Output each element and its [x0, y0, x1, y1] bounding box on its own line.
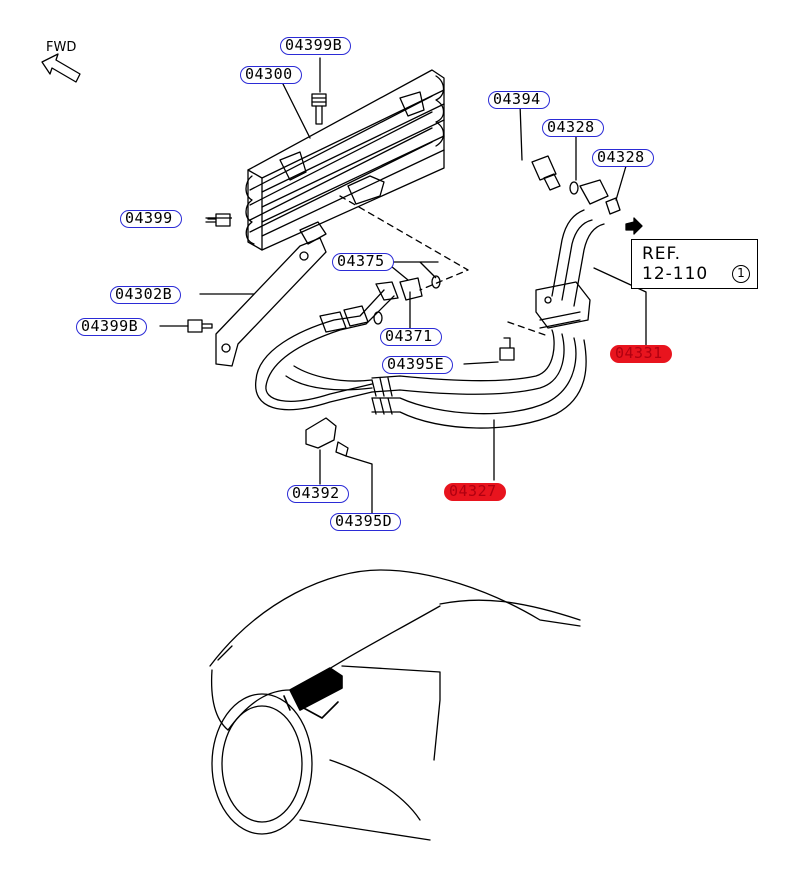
- ref-number: 12-110: [642, 264, 709, 284]
- callout-04300[interactable]: 04300: [240, 66, 302, 84]
- upper-pipes: [255, 275, 441, 411]
- callout-04392[interactable]: 04392: [287, 485, 349, 503]
- installed-cooler-icon: [283, 667, 343, 719]
- bracket-04302B: [199, 237, 327, 367]
- callout-04328-a[interactable]: 04328: [542, 119, 604, 137]
- callout-04395E[interactable]: 04395E: [382, 356, 454, 374]
- oil-cooler-core: [245, 69, 445, 251]
- pipe-04331: [535, 179, 621, 329]
- vehicle-body-sketch: [209, 569, 581, 841]
- callout-04328-b[interactable]: 04328: [592, 149, 654, 167]
- callout-04331[interactable]: 04331: [610, 345, 672, 363]
- ref-circled-number: 1: [732, 265, 750, 283]
- ref-label: REF.: [642, 244, 682, 264]
- callout-04302B[interactable]: 04302B: [110, 286, 182, 304]
- callout-04375[interactable]: 04375: [332, 253, 394, 271]
- fwd-arrow-icon: [41, 53, 81, 83]
- callout-04394[interactable]: 04394: [488, 91, 550, 109]
- ref-box[interactable]: REF. 12-110 1: [631, 239, 758, 289]
- callout-04399B-top[interactable]: 04399B: [280, 37, 352, 55]
- clamp-04392: [305, 417, 349, 485]
- callout-04371[interactable]: 04371: [380, 328, 442, 346]
- bolt-04399: [205, 213, 231, 227]
- callout-04399[interactable]: 04399: [120, 210, 182, 228]
- callout-04395D[interactable]: 04395D: [330, 513, 402, 531]
- callout-04399B-left[interactable]: 04399B: [76, 318, 148, 336]
- callout-04327[interactable]: 04327: [444, 483, 506, 501]
- bolt-top: [311, 93, 327, 125]
- ref-arrow-icon: [625, 217, 643, 235]
- hose-04327: [371, 329, 587, 429]
- fwd-label: FWD: [46, 40, 77, 55]
- bolt-04395E: [499, 337, 515, 361]
- bolt-04399B-left: [187, 319, 213, 333]
- bolt-04394: [531, 155, 561, 191]
